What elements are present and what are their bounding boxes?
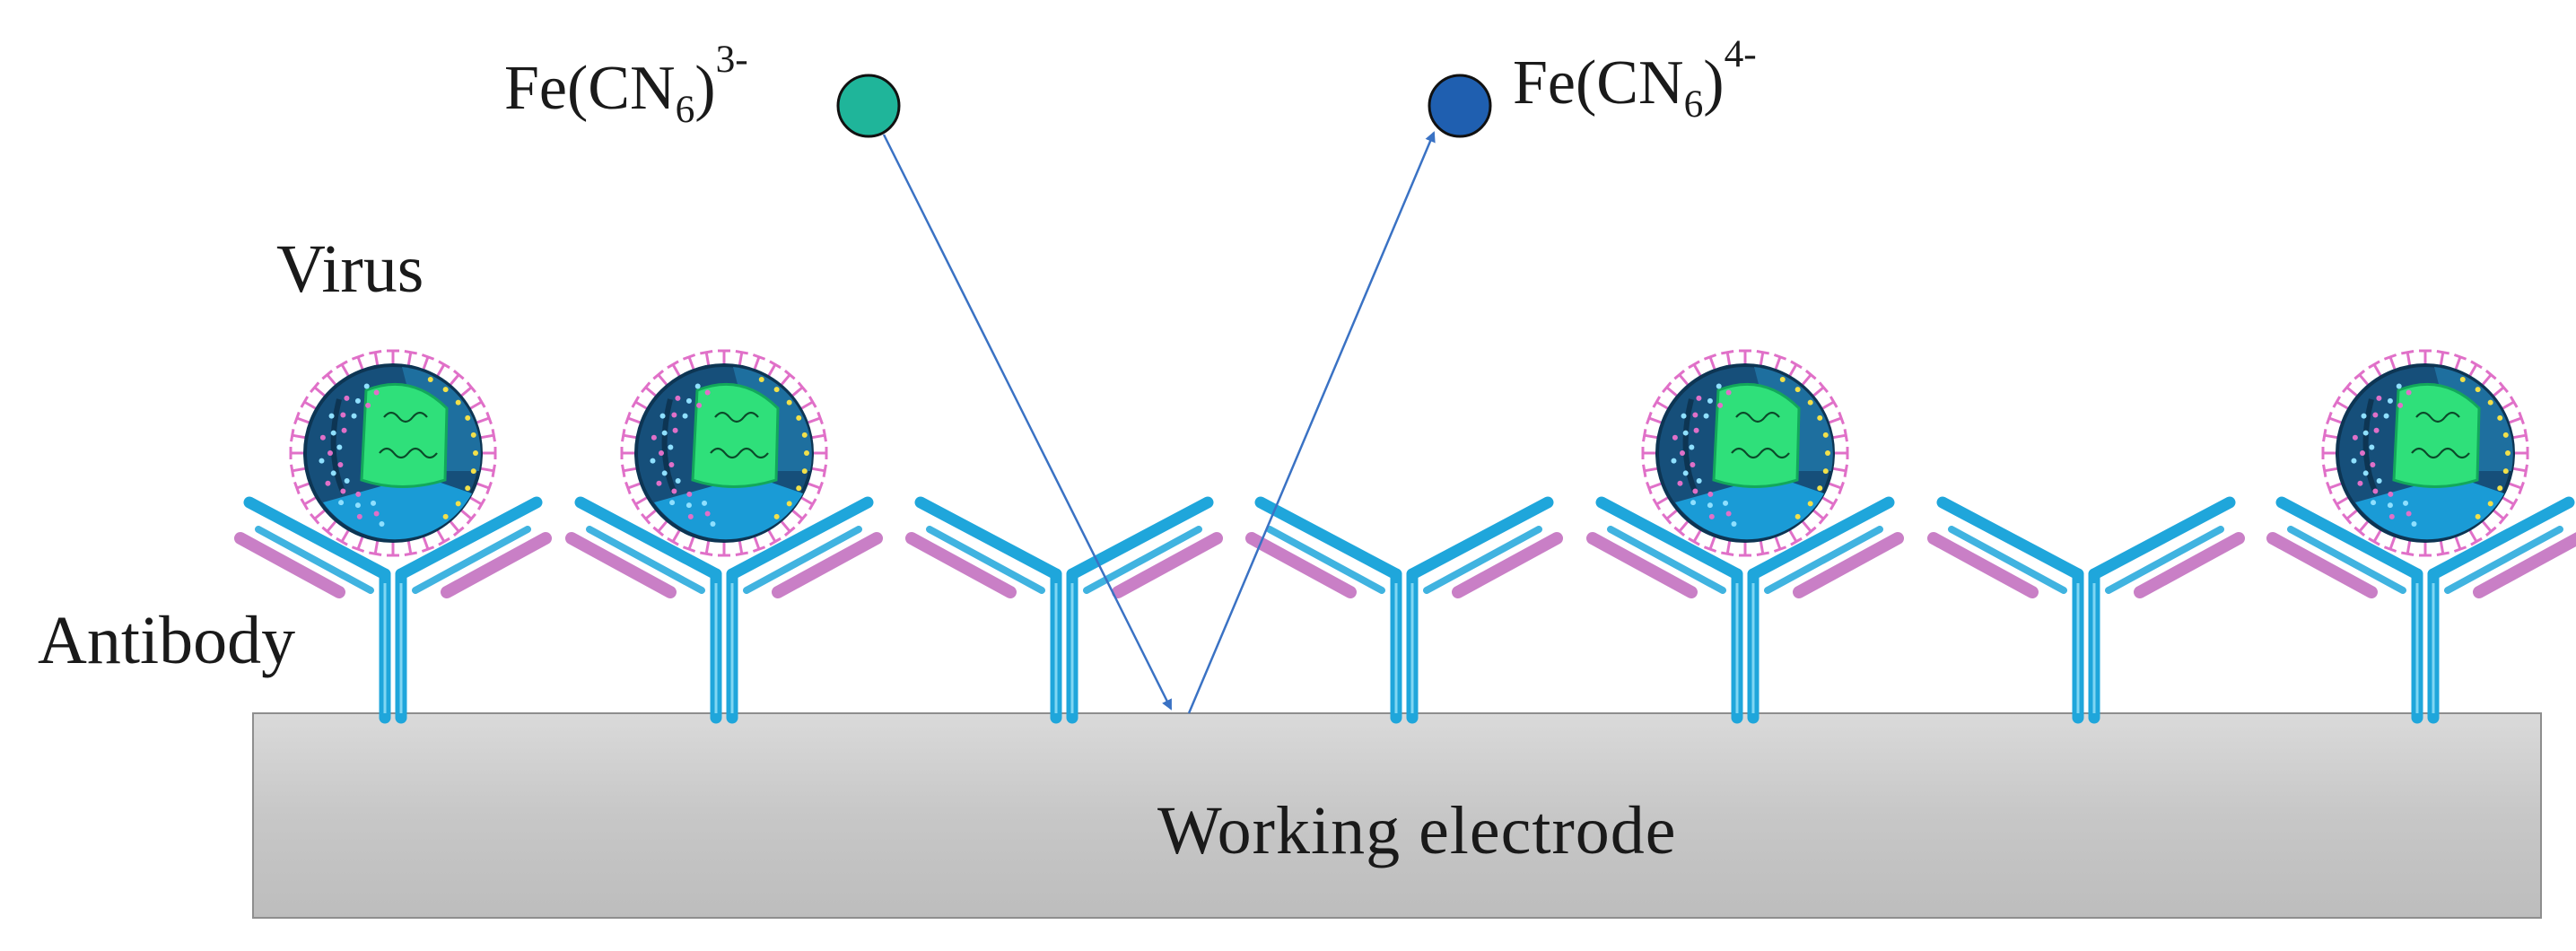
- reduced-formula-base: Fe(CN: [1513, 48, 1684, 118]
- antibody-6: [1927, 496, 2245, 724]
- incoming-arrow: [882, 134, 1173, 711]
- working-electrode-label: Working electrode: [1157, 793, 1677, 868]
- oxidized-formula-charge: 3-: [715, 37, 748, 81]
- antibody-1: [234, 496, 552, 724]
- oxidized-formula-close: ): [694, 54, 716, 123]
- antibody-label: Antibody: [38, 603, 296, 678]
- antibody-7: [2266, 496, 2576, 724]
- virus-particle: [1641, 349, 1849, 557]
- working-electrode: [252, 712, 2542, 919]
- reduced-formula-close: ): [1703, 48, 1725, 118]
- antibody-2: [565, 496, 883, 724]
- antibody-layer: [234, 496, 2576, 724]
- oxidized-species-label: Fe(CN6)3-: [504, 39, 748, 129]
- virus-label: Virus: [276, 231, 424, 307]
- oxidized-formula-base: Fe(CN: [504, 54, 676, 123]
- reduced-species-label: Fe(CN6)4-: [1513, 34, 1757, 124]
- reduced-species-circle: [1428, 74, 1492, 138]
- antibody-4: [1245, 496, 1563, 724]
- virus-particle: [2321, 349, 2529, 557]
- reduced-formula-subscript: 6: [1683, 83, 1704, 127]
- reduced-formula-charge: 4-: [1724, 31, 1757, 75]
- antibody-5: [1586, 496, 1904, 724]
- antibody-3: [905, 496, 1223, 724]
- outgoing-arrow: [1187, 131, 1436, 714]
- virus-particle: [289, 349, 497, 557]
- virus-particle: [620, 349, 828, 557]
- oxidized-formula-subscript: 6: [675, 88, 695, 132]
- virus-layer: [289, 349, 2529, 557]
- oxidized-species-circle: [836, 74, 901, 138]
